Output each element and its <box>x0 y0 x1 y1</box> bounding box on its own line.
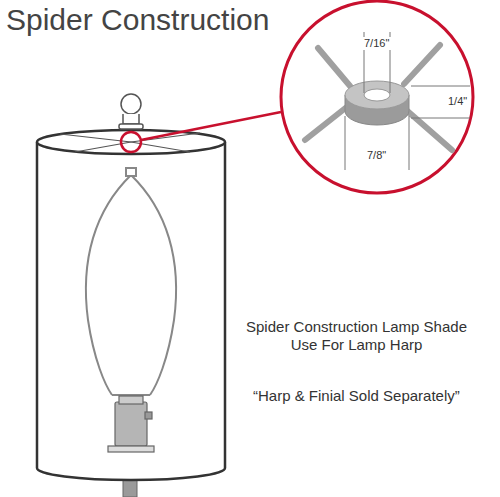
dimension-label: 7/8" <box>365 149 388 162</box>
diagram-title: Spider Construction <box>6 2 269 38</box>
finial <box>119 94 143 129</box>
dimension-label: 1/4" <box>446 95 469 108</box>
description-text: Spider Construction Lamp Shade Use For L… <box>243 318 470 354</box>
detail-circle <box>281 1 473 193</box>
dimension-label: 7/16" <box>362 37 391 50</box>
note-text: “Harp & Finial Sold Separately” <box>253 387 460 405</box>
spider-spokes <box>305 45 452 150</box>
spider-arms <box>60 133 200 152</box>
detail-leader <box>141 112 281 140</box>
shade-top-rim <box>37 130 225 154</box>
spider-hub <box>345 81 409 125</box>
dimension-lines <box>345 32 470 170</box>
bulb-socket <box>108 396 154 452</box>
shade-body <box>37 142 225 480</box>
detail-marker <box>121 132 141 152</box>
lamp-harp <box>86 168 176 395</box>
